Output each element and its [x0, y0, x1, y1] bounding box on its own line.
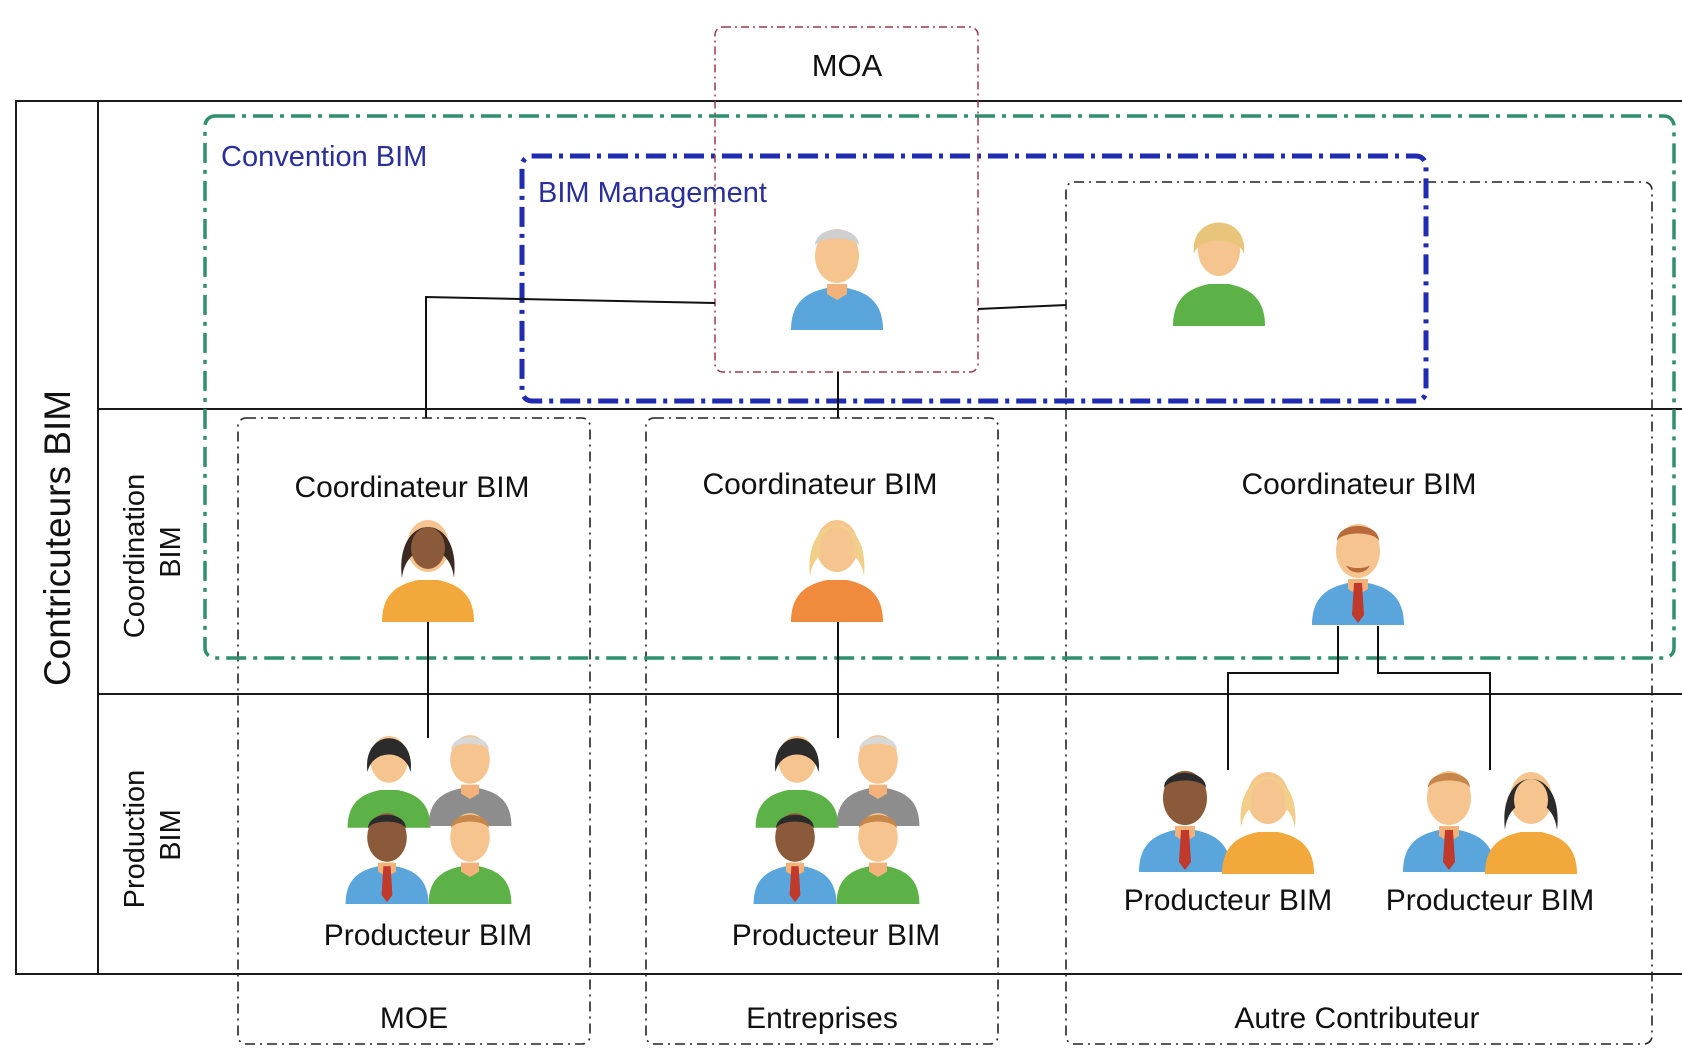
- autre-manager-person-icon: [1173, 222, 1265, 326]
- entreprises-coordinator-person-icon: [791, 520, 883, 622]
- moa-to-moe-line: [425, 295, 716, 418]
- entreprises-column-box: [645, 417, 999, 1045]
- producteur-autre-2-label: Producteur BIM: [1386, 884, 1594, 917]
- moa-to-autre-line: [977, 304, 1067, 310]
- main-title: Contricuteurs BIM: [37, 390, 78, 686]
- moa-label: MOA: [812, 48, 883, 83]
- autre-coord-to-prod2-line: [1377, 626, 1491, 770]
- bim-management-label: BIM Management: [538, 177, 767, 209]
- coordinateur-entreprises-label: Coordinateur BIM: [702, 468, 937, 501]
- autre-producer-pair-2-icon: [1403, 771, 1577, 874]
- moe-column-box: [237, 417, 591, 1045]
- convention-bim-label: Convention BIM: [221, 141, 427, 173]
- autre-contributeur-label: Autre Contributeur: [1234, 1002, 1479, 1035]
- producteur-moe-label: Producteur BIM: [324, 919, 532, 952]
- moe-coordinator-person-icon: [382, 520, 474, 622]
- entreprises-label: Entreprises: [746, 1002, 898, 1035]
- column-boxes: [237, 181, 1653, 1045]
- autre-coordinator-person-icon: [1312, 524, 1404, 625]
- autre-producer-pair-1-icon: [1139, 771, 1314, 874]
- producteur-entreprises-label: Producteur BIM: [732, 919, 940, 952]
- producteur-autre-1-label: Producteur BIM: [1124, 884, 1332, 917]
- connector-lines: [425, 295, 1491, 770]
- moa-box: [714, 26, 979, 373]
- autre-coord-to-prod1-line: [1227, 626, 1339, 770]
- lane-label-production: Production BIM: [119, 762, 187, 909]
- convention-bim-zone: [203, 114, 1676, 660]
- outer-frame: [15, 100, 1682, 975]
- autre-column-box: [1065, 181, 1653, 1045]
- entreprises-producer-group-icon: [753, 735, 920, 904]
- coordinateur-moe-label: Coordinateur BIM: [294, 471, 529, 504]
- moe-producer-group-icon: [345, 735, 512, 904]
- coordinateur-autre-label: Coordinateur BIM: [1241, 468, 1476, 501]
- moa-manager-person-icon: [791, 229, 883, 330]
- moe-label: MOE: [380, 1002, 448, 1035]
- lane-label-coordination: Coordination BIM: [119, 466, 187, 639]
